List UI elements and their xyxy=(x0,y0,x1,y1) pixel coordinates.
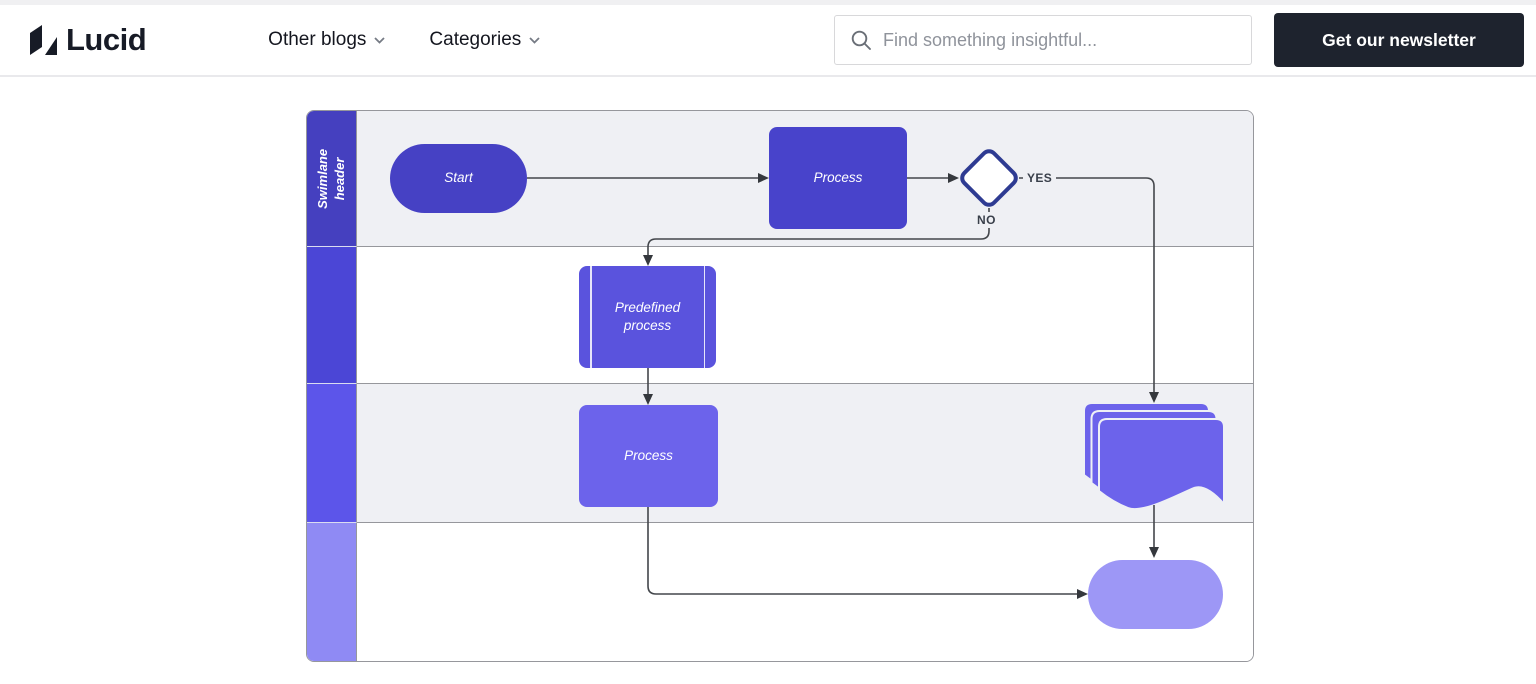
newsletter-button[interactable]: Get our newsletter xyxy=(1274,13,1524,67)
nav-categories[interactable]: Categories xyxy=(429,29,540,51)
predefined-label: Predefined process xyxy=(614,299,681,333)
main-nav: Other blogs Categories xyxy=(268,29,540,51)
chevron-down-icon xyxy=(374,36,386,44)
start-terminator-shape: Start xyxy=(390,144,527,213)
connectors-layer xyxy=(527,149,1225,599)
site-header: Lucid Other blogs Categories Get our new… xyxy=(0,5,1536,77)
multi-document-shape xyxy=(1083,402,1225,511)
page-top-strip xyxy=(0,0,1536,5)
search-box xyxy=(834,15,1252,65)
swimlane-header-band: Swimlane header xyxy=(307,111,357,247)
process-shape-mid: Process xyxy=(579,405,718,507)
search-icon xyxy=(851,30,871,50)
connector-process-to-end xyxy=(647,507,1088,599)
predefined-inner-line-right xyxy=(703,266,705,368)
swimlane-band-3 xyxy=(307,384,357,523)
swimlane-band-2 xyxy=(307,247,357,384)
nav-categories-label: Categories xyxy=(429,29,522,50)
nav-other-blogs[interactable]: Other blogs xyxy=(268,29,386,51)
lucid-logo-text: Lucid xyxy=(66,22,147,57)
connector-no-to-predefined xyxy=(643,208,990,266)
search-input[interactable] xyxy=(835,16,1251,64)
process-shape-top: Process xyxy=(769,127,907,229)
predefined-process-shape: Predefined process xyxy=(579,266,716,368)
swimlane-band-4 xyxy=(307,523,357,661)
decision-yes-label: YES xyxy=(1023,170,1057,186)
connector-lines xyxy=(527,173,1159,599)
predefined-inner-line-left xyxy=(590,266,592,368)
chevron-down-icon xyxy=(529,36,540,44)
process-top-label: Process xyxy=(813,169,863,185)
lucid-logo[interactable]: Lucid xyxy=(30,22,147,58)
decision-diamond-shape xyxy=(960,149,1018,207)
start-label: Start xyxy=(444,170,473,186)
lucid-logo-icon xyxy=(30,24,57,55)
process-mid-label: Process xyxy=(624,447,673,463)
nav-other-blogs-label: Other blogs xyxy=(268,29,367,50)
swimlane-row-2 xyxy=(307,247,1253,384)
end-terminator-shape xyxy=(1088,560,1223,629)
connector-yes-to-documents xyxy=(1019,177,1159,403)
decision-no-label: NO xyxy=(973,212,1000,228)
swimlane-diagram: Swimlane header Start Process Predefined… xyxy=(306,110,1254,662)
